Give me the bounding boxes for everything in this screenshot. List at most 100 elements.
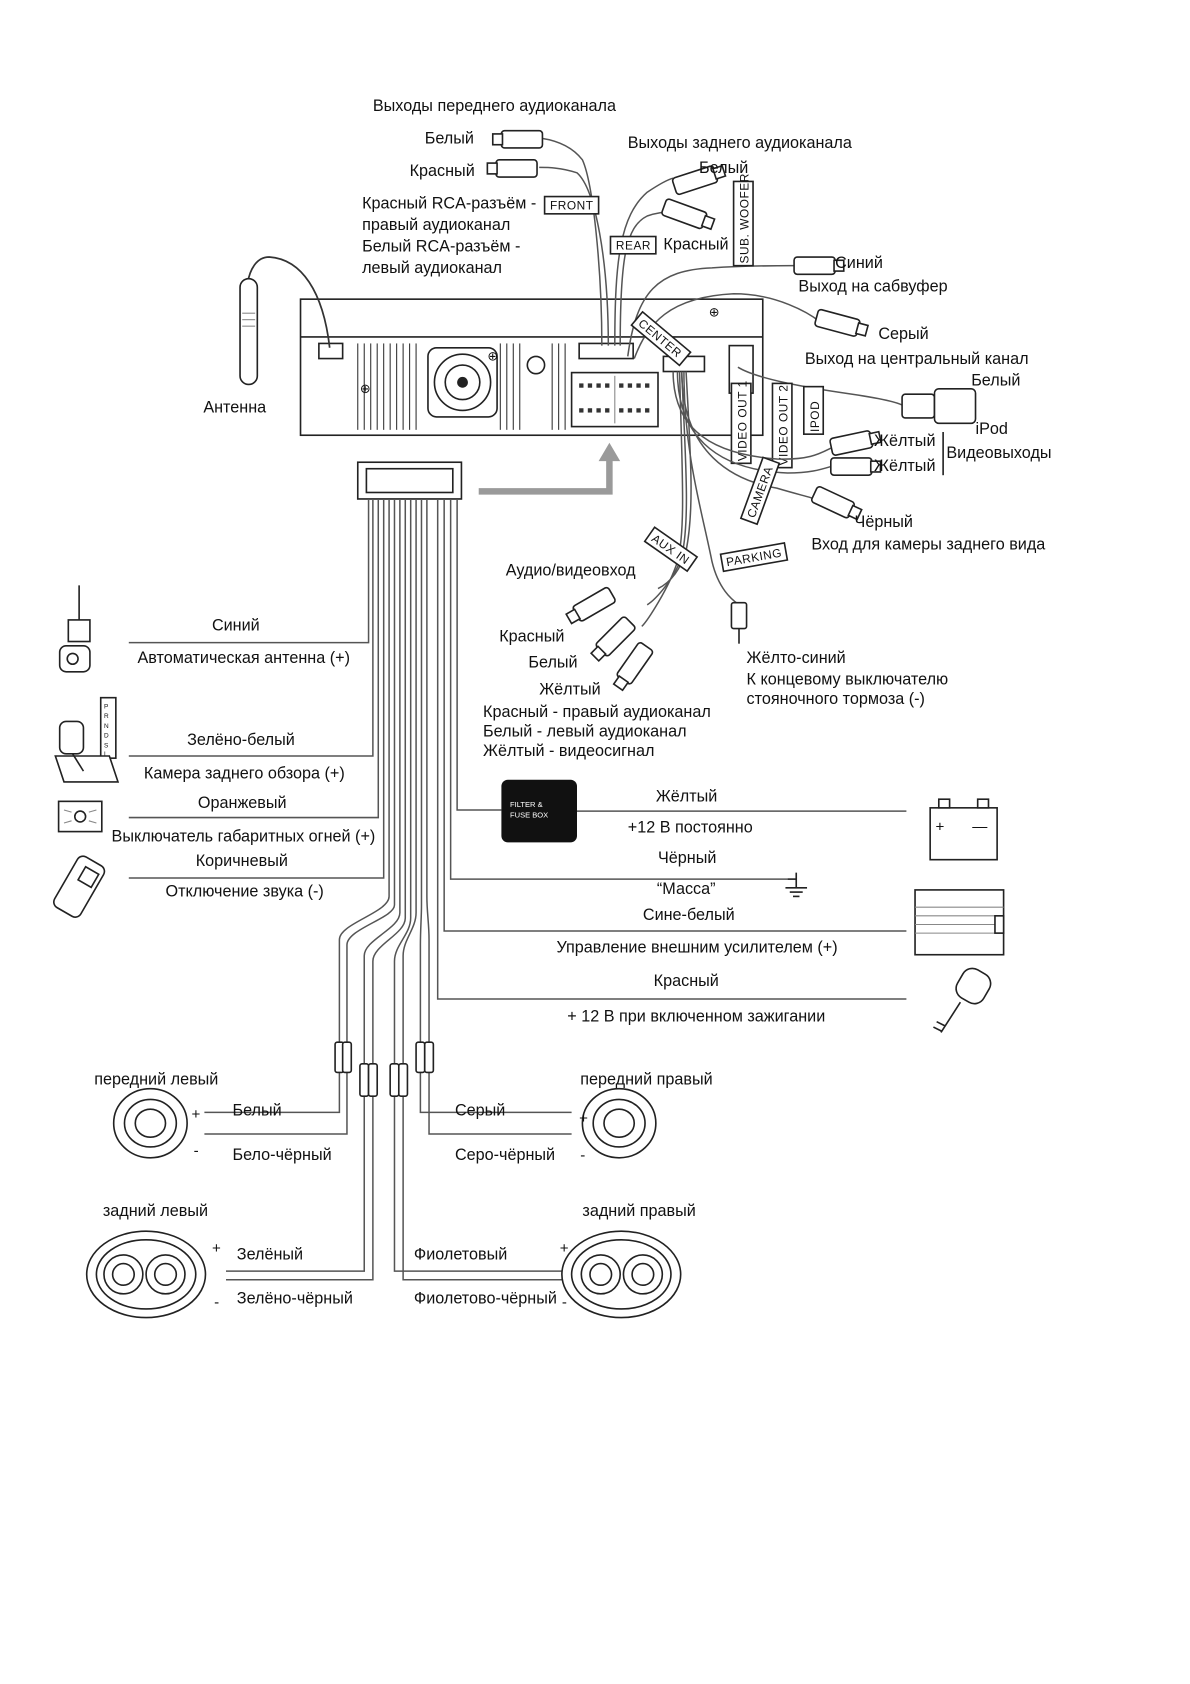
ipod-plug xyxy=(901,387,977,425)
speaker-wire-connectors xyxy=(334,1041,435,1098)
aux-note-3: Жёлтый - видеосигнал xyxy=(483,742,654,760)
front-note-4: левый аудиоканал xyxy=(362,259,502,277)
wire-green-white-color: Зелёно-белый xyxy=(187,731,295,749)
ipod-title: iPod xyxy=(976,420,1008,438)
speaker-rear-left-pos: Зелёный xyxy=(237,1245,303,1263)
speaker-front-left-neg: Бело-чёрный xyxy=(232,1146,331,1164)
aux-note-1: Красный - правый аудиоканал xyxy=(483,703,711,721)
speaker-rear-right-neg: Фиолетово-чёрный xyxy=(414,1290,557,1308)
svg-text:P: P xyxy=(104,703,108,710)
speaker-rear-right-title: задний правый xyxy=(582,1202,695,1220)
front-note-3: Белый RCA-разъём - xyxy=(362,238,520,256)
wire-black-color: Чёрный xyxy=(658,849,716,867)
wire-red-color: Красный xyxy=(654,972,719,990)
wire-yellow-purpose: +12 В постоянно xyxy=(628,819,753,837)
svg-text:FUSE BOX: FUSE BOX xyxy=(510,811,548,820)
ground-icon xyxy=(785,872,808,898)
parking-note-2: стояночного тормоза (-) xyxy=(747,690,925,708)
aux-yellow-label: Жёлтый xyxy=(539,680,601,698)
rca-plug-video-out-1 xyxy=(829,430,882,456)
battery-icon: + — xyxy=(929,798,998,861)
parking-note-1: К концевому выключателю xyxy=(747,671,949,689)
rear-red-label: Красный xyxy=(663,235,728,253)
rca-plug-video-out-2 xyxy=(829,457,882,477)
rca-plug-subwoofer xyxy=(793,256,845,276)
tag-front: FRONT xyxy=(543,195,600,215)
camera-color-label: Чёрный xyxy=(855,513,913,531)
speaker-front-right-plus: + xyxy=(579,1110,588,1127)
tag-ipod: IPOD xyxy=(802,385,825,435)
subwoofer-color-label: Синий xyxy=(835,254,883,272)
svg-text:VIDEO OUT 1: VIDEO OUT 1 xyxy=(736,380,750,461)
speaker-rear-left-icon xyxy=(85,1230,207,1319)
head-unit: ⊕ ⊕ ⊕ ⊕ xyxy=(299,298,764,437)
wire-blue-white-purpose: Управление внешним усилителем (+) xyxy=(556,939,837,957)
front-red-label: Красный xyxy=(410,162,475,180)
wire-blue-color: Синий xyxy=(212,617,260,635)
subwoofer-title: Выход на сабвуфер xyxy=(798,278,947,296)
antenna-socket xyxy=(318,342,344,360)
aux-in-title: Аудио/видеовход xyxy=(506,562,636,580)
parking-connector xyxy=(730,601,748,644)
rca-plug-rear-white xyxy=(671,164,727,196)
harness-wires-left xyxy=(128,498,385,879)
speaker-rear-right-plus: + xyxy=(560,1240,569,1257)
wire-brown-color: Коричневый xyxy=(196,852,288,870)
antenna-icon xyxy=(239,277,259,386)
speaker-rear-right-pos: Фиолетовый xyxy=(414,1245,507,1263)
speaker-front-right-neg: Серо-чёрный xyxy=(455,1146,555,1164)
ignition-key-icon xyxy=(933,967,992,1033)
rca-plug-front-white xyxy=(491,129,544,149)
harness-wires-speakers xyxy=(204,498,572,1281)
wire-black-purpose: “Масса” xyxy=(657,880,716,898)
speaker-front-right-title: передний правый xyxy=(580,1070,712,1088)
amplifier-icon xyxy=(914,889,1005,956)
speaker-rear-left-neg: Зелёно-чёрный xyxy=(237,1290,353,1308)
svg-text:D: D xyxy=(104,733,109,740)
aux-note-2: Белый - левый аудиоканал xyxy=(483,723,687,741)
speaker-front-left-minus: - xyxy=(194,1143,199,1160)
center-color-label: Серый xyxy=(878,325,928,343)
video-yellow-2-label: Жёлтый xyxy=(874,457,936,475)
wire-brown-purpose: Отключение звука (-) xyxy=(166,882,324,900)
speaker-rear-left-plus: + xyxy=(212,1240,221,1257)
svg-text:CAMERA: CAMERA xyxy=(744,464,776,520)
front-note-2: правый аудиоканал xyxy=(362,216,510,234)
speaker-rear-left-title: задний левый xyxy=(103,1202,208,1220)
video-outputs-title: Видеовыходы xyxy=(946,444,1051,462)
harness-wires-right xyxy=(436,498,907,1000)
rca-plug-front-red xyxy=(486,159,538,178)
speaker-front-right-minus: - xyxy=(580,1147,585,1164)
rca-plug-center xyxy=(814,308,870,337)
front-note-1: Красный RCA-разъём - xyxy=(362,194,536,212)
front-white-label: Белый xyxy=(425,130,474,148)
fan-icon xyxy=(427,346,498,418)
speaker-front-right-pos: Серый xyxy=(455,1102,505,1120)
svg-text:⊕: ⊕ xyxy=(487,349,498,364)
gear-shifter-icon: P R N D S L xyxy=(54,696,120,783)
aux-red-label: Красный xyxy=(499,628,564,646)
rca-block xyxy=(578,342,634,360)
camera-title: Вход для камеры заднего вида xyxy=(811,536,1045,554)
wire-blue-purpose: Автоматическая антенна (+) xyxy=(137,649,350,667)
wire-red-purpose: + 12 В при включенном зажигании xyxy=(567,1008,825,1026)
speaker-front-left-title: передний левый xyxy=(94,1070,218,1088)
ipod-color-label: Белый xyxy=(971,372,1020,390)
svg-text:FILTER &: FILTER & xyxy=(510,800,543,809)
rca-plug-aux-yellow xyxy=(612,642,654,692)
front-outputs-title: Выходы переднего аудиоканала xyxy=(373,97,616,115)
center-title: Выход на центральный канал xyxy=(805,350,1029,368)
tag-parking: PARKING xyxy=(719,542,789,573)
video-yellow-1-label: Жёлтый xyxy=(874,432,936,450)
parking-color-label: Жёлто-синий xyxy=(747,649,846,667)
svg-text:FRONT: FRONT xyxy=(550,199,594,213)
iso-connector xyxy=(570,371,659,428)
wire-yellow-color: Жёлтый xyxy=(656,787,718,805)
speaker-front-right-icon xyxy=(581,1087,657,1159)
wire-orange-purpose: Выключатель габаритных огней (+) xyxy=(112,827,376,845)
wire-blue-white-color: Сине-белый xyxy=(643,906,735,924)
harness-connector xyxy=(356,461,463,500)
arrow-to-iso-connector xyxy=(478,442,621,495)
wire-orange-color: Оранжевый xyxy=(198,794,287,812)
